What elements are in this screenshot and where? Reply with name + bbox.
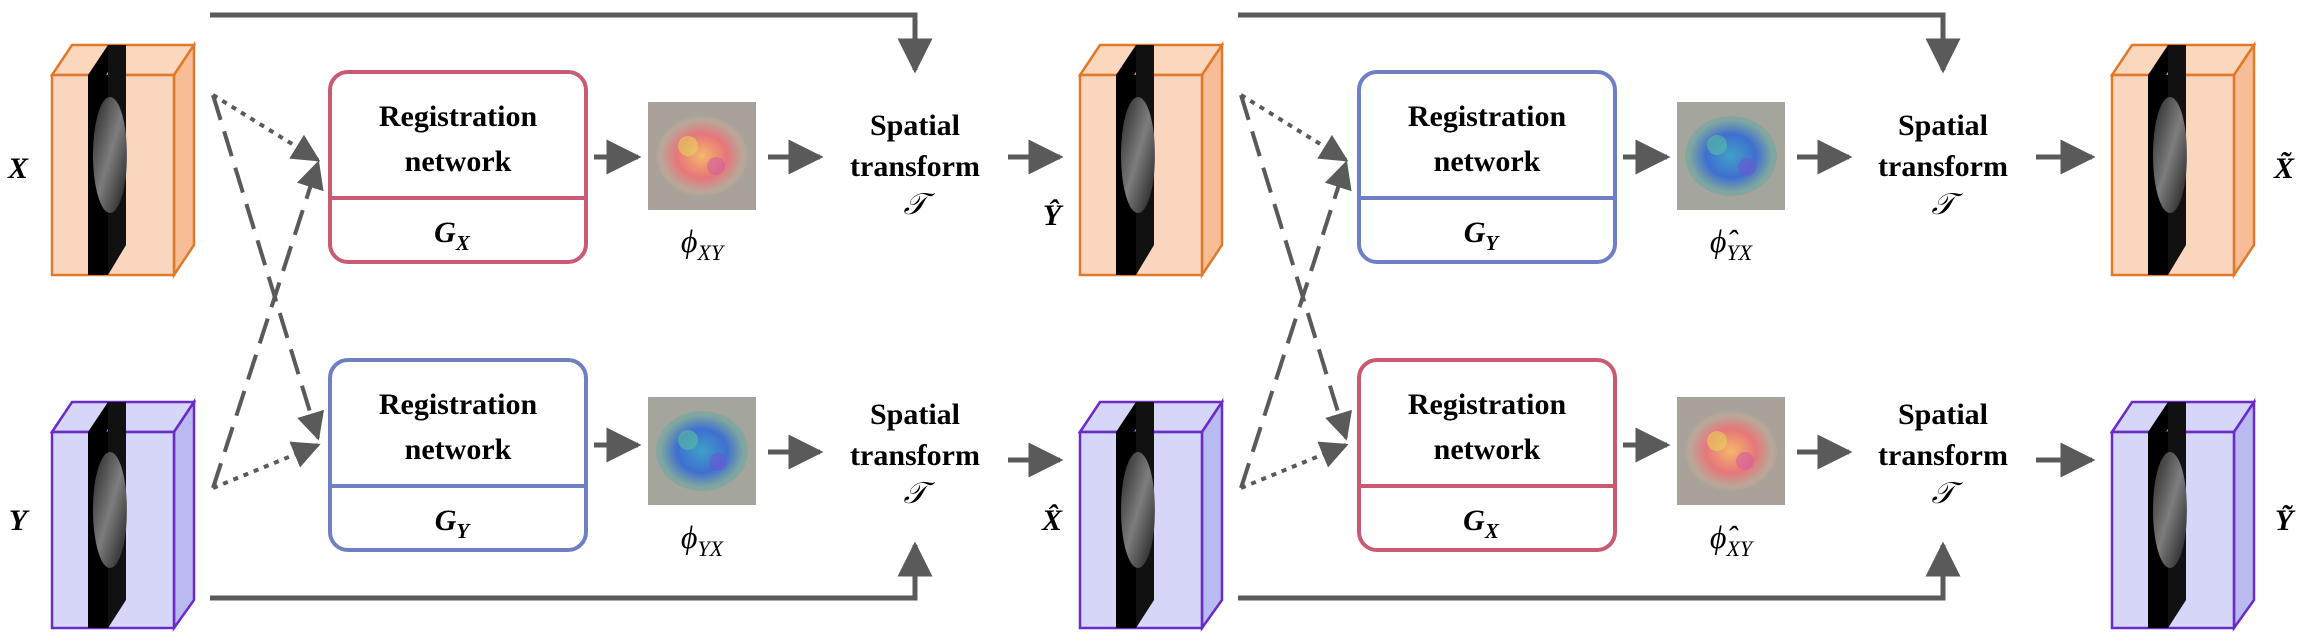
field-subscript: YX xyxy=(697,536,724,561)
input-fan-stage2 xyxy=(1239,93,1353,490)
field-symbol: ϕ xyxy=(681,223,698,259)
deformation-field-image-phi-hat-xy xyxy=(1677,397,1785,505)
field-label-phi-hat-yx: ϕ̂YX xyxy=(1710,223,1754,265)
box-title-line1: Registration xyxy=(1408,388,1567,421)
volume-y-input xyxy=(49,397,197,632)
net-name: G xyxy=(1464,216,1486,249)
volume-x-hat xyxy=(1077,397,1225,632)
net-subscript: X xyxy=(455,231,471,255)
volume-y-hat xyxy=(1077,40,1225,280)
field-symbol: ϕ xyxy=(681,519,698,555)
registration-network-gx-stage1: Registration network GX xyxy=(328,70,588,264)
label-y-input: Y xyxy=(9,504,30,537)
box-title-line1: Registration xyxy=(1408,100,1567,133)
field-subscript: XY xyxy=(1725,536,1754,561)
label-x-hat: X̂ xyxy=(1041,504,1063,537)
svg-text:GX: GX xyxy=(434,216,471,255)
label-x-tilde: X̃ xyxy=(2273,152,2295,185)
net-name: G xyxy=(1463,504,1485,537)
volume-y-tilde xyxy=(2109,397,2257,632)
st-symbol: 𝒯 xyxy=(1932,477,1964,510)
field-to-transform-arrows xyxy=(768,139,1853,470)
label-y-tilde: Ỹ xyxy=(2275,504,2296,537)
st-line1: Spatial xyxy=(870,109,960,142)
net-subscript: X xyxy=(1484,519,1500,543)
box-title-line1: Registration xyxy=(379,388,538,421)
st-line1: Spatial xyxy=(1898,109,1988,142)
box-title-line2: network xyxy=(405,433,512,466)
svg-text:GY: GY xyxy=(435,504,472,543)
field-label-phi-hat-xy: ϕ̂XY xyxy=(1710,519,1755,561)
st-line1: Spatial xyxy=(870,398,960,431)
input-fan-stage1 xyxy=(211,93,325,490)
st-symbol: 𝒯 xyxy=(1932,188,1964,221)
box-title-line2: network xyxy=(1434,433,1541,466)
volume-x-input xyxy=(49,40,197,280)
spatial-transform-stage1-top: Spatial transform 𝒯 xyxy=(850,109,980,221)
field-subscript: YX xyxy=(1726,240,1753,265)
registration-network-gy-stage2: Registration network GY xyxy=(1357,70,1617,264)
st-symbol: 𝒯 xyxy=(904,188,936,221)
net-subscript: Y xyxy=(456,519,471,543)
registration-network-gy-stage1: Registration network GY xyxy=(328,358,588,552)
spatial-transform-stage1-bottom: Spatial transform 𝒯 xyxy=(850,398,980,510)
label-x-input: X xyxy=(7,152,29,185)
deformation-field-image-phi-hat-yx xyxy=(1677,102,1785,210)
box-title-line2: network xyxy=(405,145,512,178)
box-title-line1: Registration xyxy=(379,100,538,133)
st-line2: transform xyxy=(1878,439,2008,472)
st-line2: transform xyxy=(1878,150,2008,183)
svg-text:GY: GY xyxy=(1464,216,1501,255)
net-name: G xyxy=(435,504,457,537)
st-line1: Spatial xyxy=(1898,398,1988,431)
field-subscript: XY xyxy=(696,240,725,265)
spatial-transform-stage2-top: Spatial transform 𝒯 xyxy=(1878,109,2008,221)
spatial-transform-stage2-bottom: Spatial transform 𝒯 xyxy=(1878,398,2008,510)
transform-to-output-arrows xyxy=(1008,139,2096,478)
st-line2: transform xyxy=(850,439,980,472)
field-label-phi-yx: ϕYX xyxy=(681,519,725,561)
field-label-phi-xy: ϕXY xyxy=(681,223,726,265)
svg-text:GX: GX xyxy=(1463,504,1500,543)
deformation-field-image-phi-yx xyxy=(648,397,756,505)
net-subscript: Y xyxy=(1485,231,1500,255)
box-title-line2: network xyxy=(1434,145,1541,178)
label-y-hat: Ŷ xyxy=(1043,199,1064,232)
skip-arrows xyxy=(210,12,1961,601)
st-symbol: 𝒯 xyxy=(904,477,936,510)
net-to-field-arrows xyxy=(594,139,1671,463)
net-name: G xyxy=(434,216,456,249)
st-line2: transform xyxy=(850,150,980,183)
registration-network-gx-stage2: Registration network GX xyxy=(1357,358,1617,552)
volume-x-tilde xyxy=(2109,40,2257,280)
deformation-field-image-phi-xy xyxy=(648,102,756,210)
